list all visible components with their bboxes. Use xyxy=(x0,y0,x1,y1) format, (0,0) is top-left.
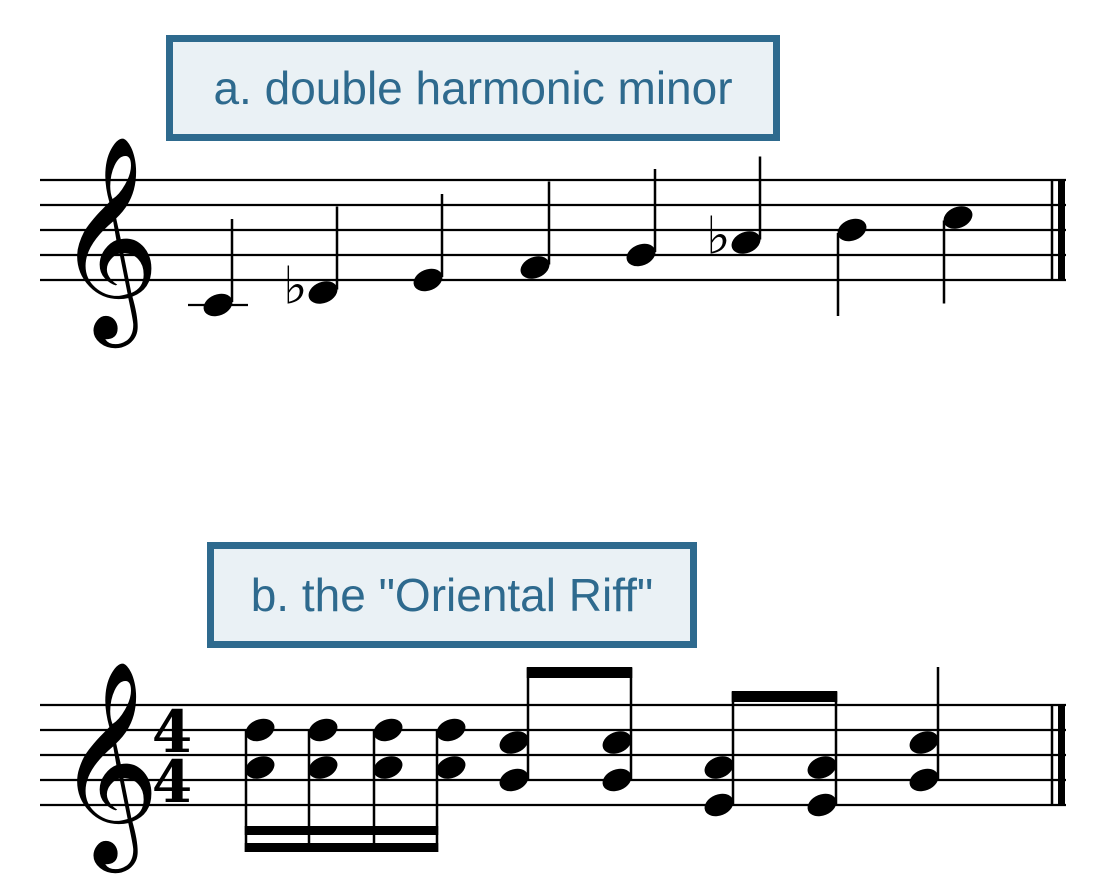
note-head xyxy=(943,206,973,229)
note-head xyxy=(308,718,338,742)
treble-clef-icon: 𝄞 xyxy=(56,134,160,348)
barline-thick xyxy=(1058,705,1065,805)
note-head xyxy=(203,293,233,317)
flat-icon: ♭ xyxy=(706,207,731,267)
note-head xyxy=(373,756,403,779)
time-signature-bottom: 4 xyxy=(152,748,192,816)
note-head xyxy=(520,256,550,279)
staff-b: 𝄞44 xyxy=(40,659,1066,873)
staff-a: 𝄞 ♭ ♭ xyxy=(40,134,1066,348)
note-head xyxy=(602,731,632,754)
note-head xyxy=(499,731,529,754)
note-head xyxy=(731,231,761,254)
note-head xyxy=(245,756,275,779)
note-head xyxy=(602,768,632,792)
beam xyxy=(731,691,838,702)
treble-clef-icon: 𝄞 xyxy=(56,659,160,873)
barline-thick xyxy=(1058,180,1065,280)
beam xyxy=(244,826,439,835)
example-b-label-text: b. the "Oriental Riff" xyxy=(250,569,654,621)
note-head xyxy=(807,756,837,779)
example-a-label-text: a. double harmonic minor xyxy=(213,62,733,114)
note-head xyxy=(704,793,734,817)
note-head xyxy=(704,756,734,779)
note-head xyxy=(308,756,338,779)
note-head xyxy=(626,243,656,267)
note-head xyxy=(909,731,939,754)
beam xyxy=(526,667,633,678)
note-head xyxy=(499,768,529,792)
flat-icon: ♭ xyxy=(283,257,308,317)
beam xyxy=(244,843,439,852)
note-head xyxy=(373,718,403,742)
note-head xyxy=(909,768,939,792)
note-head xyxy=(436,756,466,779)
note-head xyxy=(245,718,275,742)
note-head xyxy=(413,268,443,292)
note-head xyxy=(837,218,867,242)
example-b-label: b. the "Oriental Riff" xyxy=(207,542,697,648)
note-head xyxy=(308,281,338,304)
time-signature-top: 4 xyxy=(152,698,192,766)
example-a-label: a. double harmonic minor xyxy=(166,35,780,141)
note-head xyxy=(436,718,466,742)
note-head xyxy=(807,793,837,817)
